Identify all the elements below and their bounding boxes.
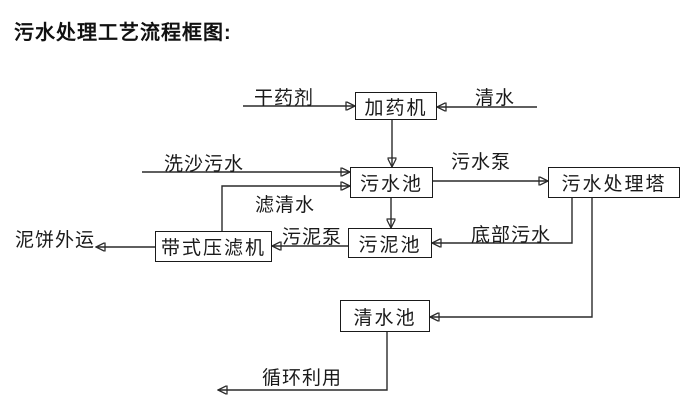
edge-tower-to-sludge-pool <box>432 198 573 243</box>
flow-label-mud-cake-out: 泥饼外运 <box>15 230 96 251</box>
edge-filter-press-to-sewage-pool <box>221 186 350 231</box>
node-treatment-tower: 污水处理塔 <box>548 167 680 198</box>
edge-clean-pool-to-recycle <box>218 332 388 390</box>
flow-label-bottom-sewage: 底部污水 <box>471 225 552 246</box>
node-sludge-pool: 污泥池 <box>348 228 432 258</box>
flow-label-sludge-pump: 污泥泵 <box>282 227 343 248</box>
node-dosing-machine: 加药机 <box>355 92 437 120</box>
flow-label-filtered-water: 滤清水 <box>255 195 316 216</box>
flow-label-sand-washing-sewage: 洗沙污水 <box>164 154 245 175</box>
node-belt-filter-press: 带式压滤机 <box>155 231 272 262</box>
page-title: 污水处理工艺流程框图: <box>14 22 232 44</box>
flow-label-recycle-use: 循环利用 <box>262 368 343 389</box>
flow-label-clean-water: 清水 <box>475 88 516 109</box>
node-sewage-pool: 污水池 <box>350 167 433 198</box>
flow-label-sewage-pump: 污水泵 <box>451 152 512 173</box>
node-clean-water-pool: 清水池 <box>340 300 430 332</box>
edge-tower-to-clean-pool <box>430 198 593 317</box>
flow-label-dry-chemical: 干药剂 <box>254 88 315 109</box>
